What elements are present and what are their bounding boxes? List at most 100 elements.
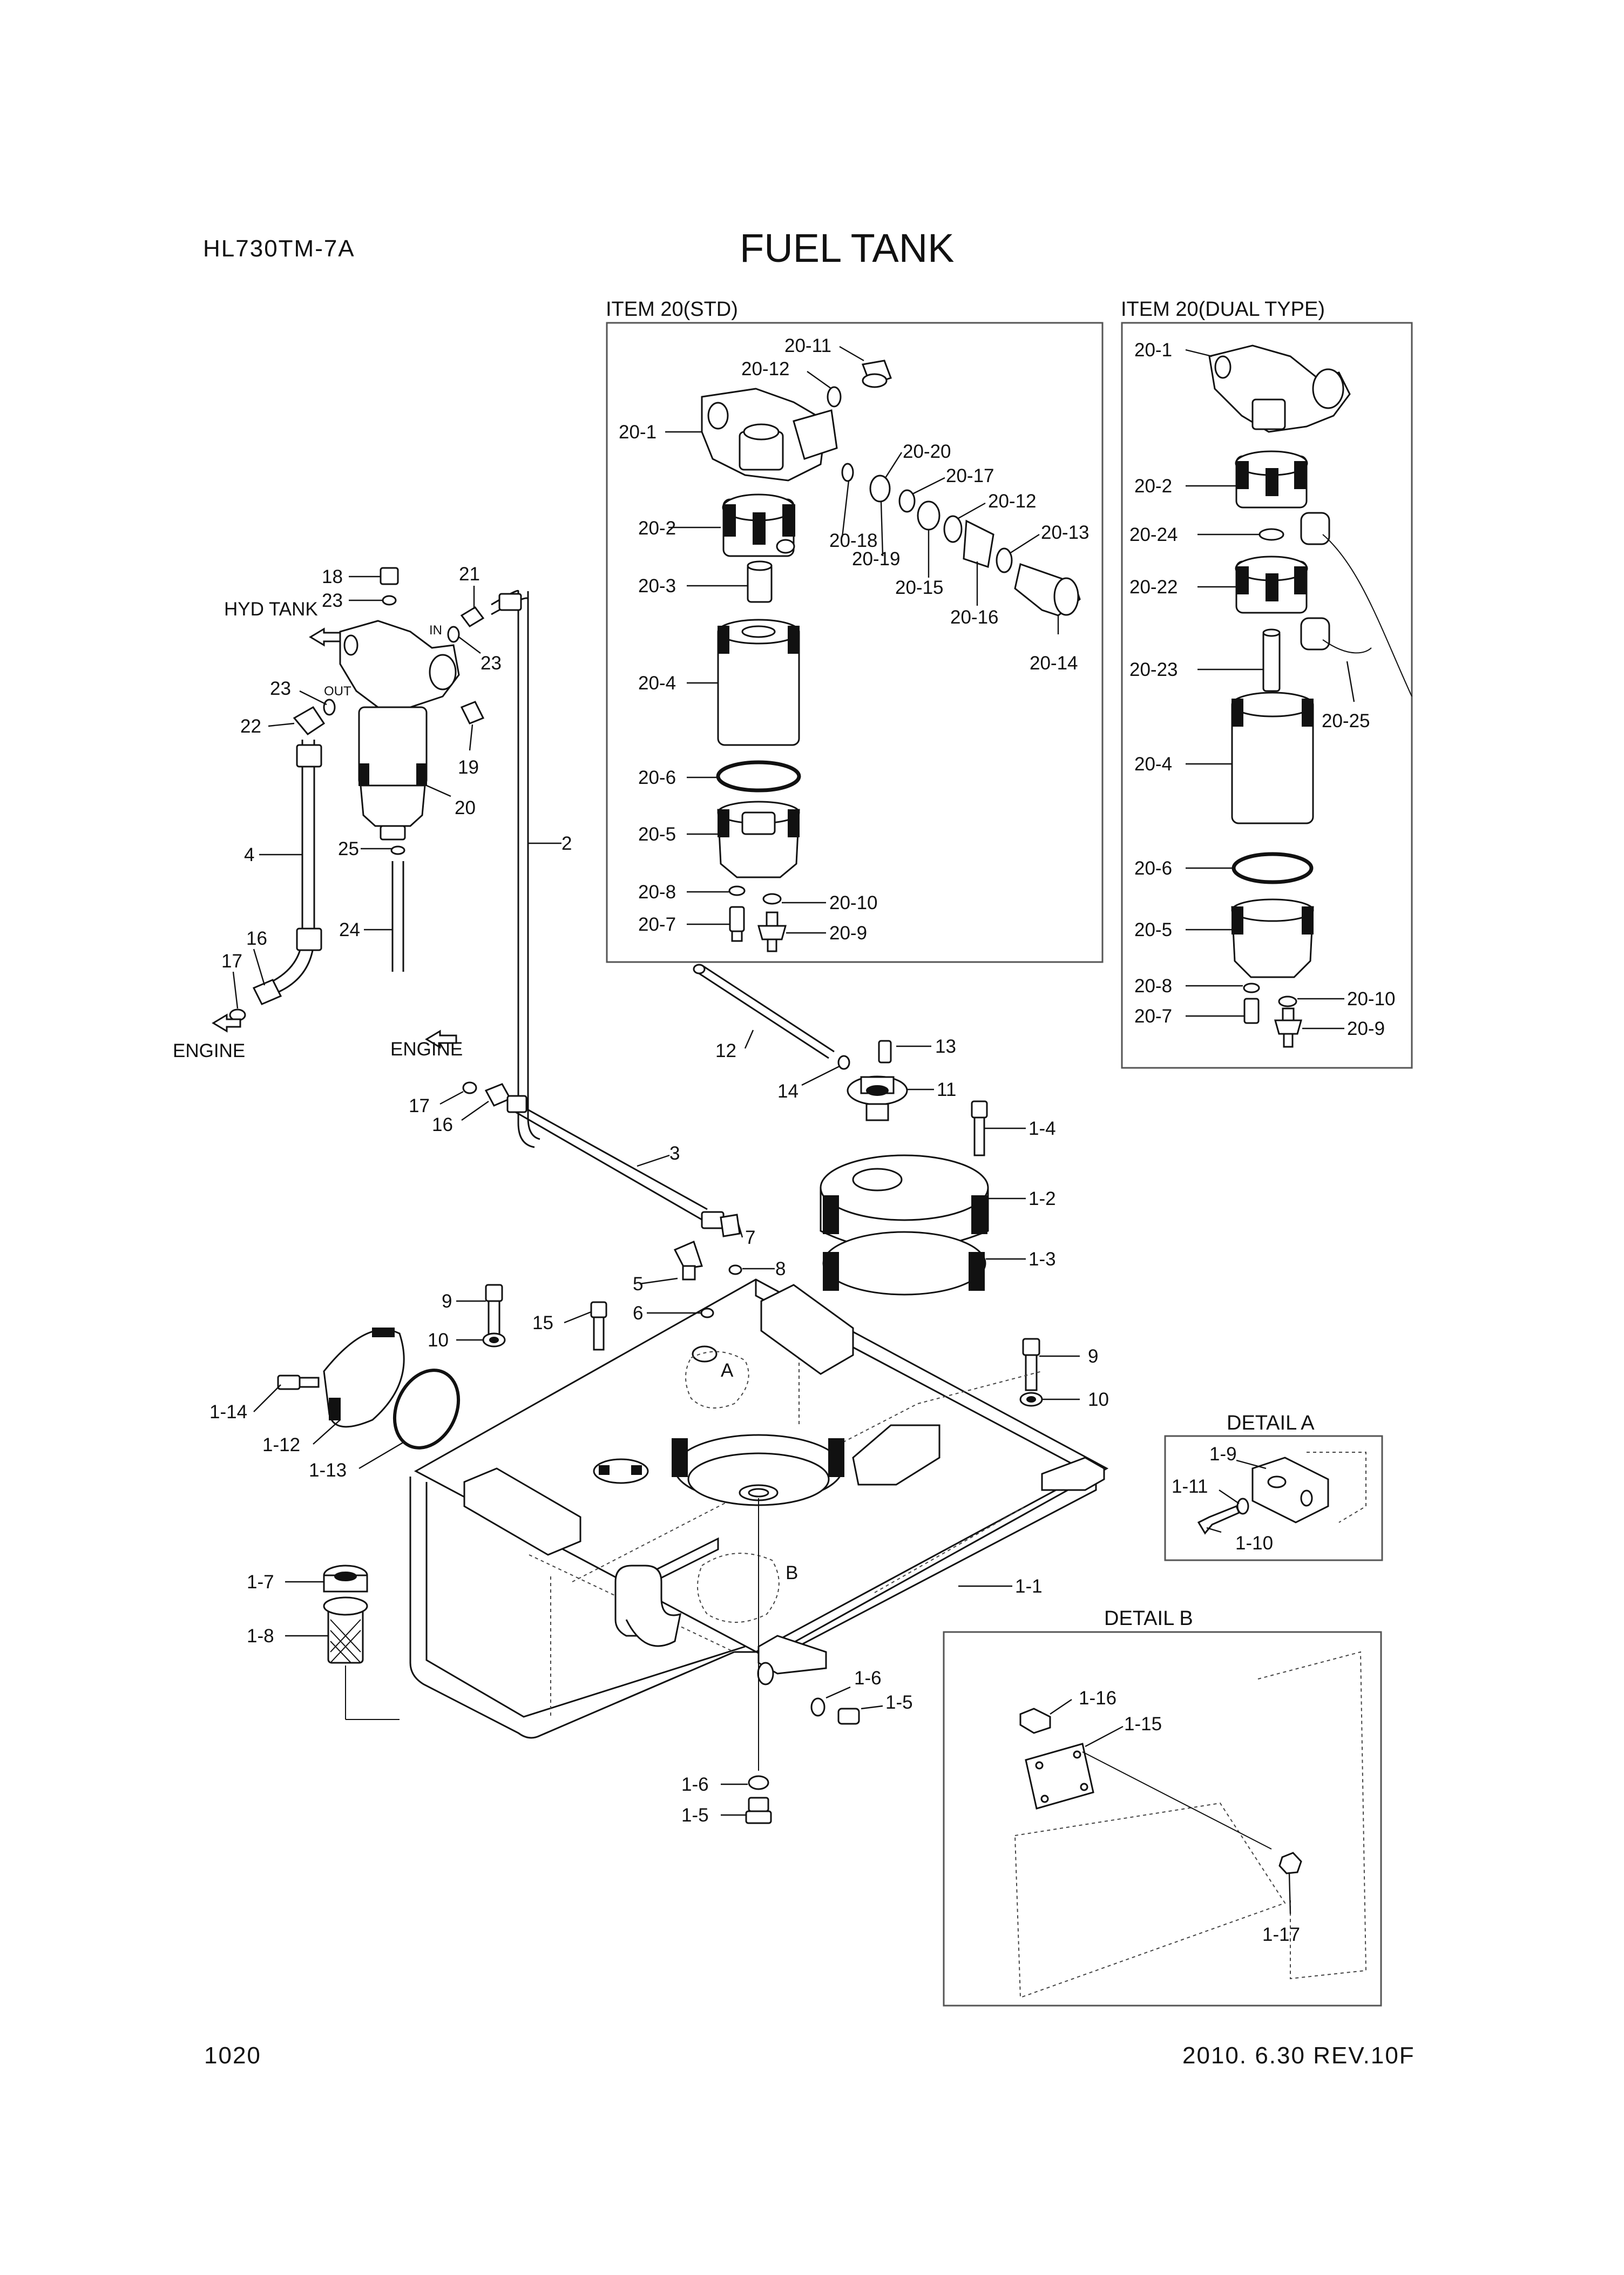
std-oring-20-12 [827,386,842,408]
callout-16a: 16 [246,928,267,949]
callout-std-20-16: 20-16 [950,607,999,628]
bolt-1-16 [1019,1708,1051,1734]
callout-20: 20 [455,797,476,818]
std-panel-title: ITEM 20(STD) [606,298,738,321]
callout-1-2: 1-2 [1028,1188,1056,1209]
detail-b-title: DETAIL B [1104,1607,1193,1630]
washer-1-11 [1236,1498,1249,1515]
callout-1-13: 1-13 [309,1460,347,1481]
note-in: IN [429,623,442,638]
gasket-1-3: 1-3 [822,1231,1056,1296]
oring-14 [837,1055,850,1070]
callout-1-9: 1-9 [1209,1444,1237,1465]
callout-std-20-10: 20-10 [829,892,878,913]
std-side-fittings [841,463,1081,617]
note-hyd-tank: HYD TANK [224,599,318,620]
callout-dual-20-1: 20-1 [1134,340,1172,361]
pipe-2: 2 [491,590,572,1148]
callout-1-8: 1-8 [247,1626,274,1647]
dual-element-20-4 [1231,692,1314,824]
callout-13: 13 [935,1036,956,1057]
callout-14: 14 [777,1081,799,1102]
callout-dual-20-25: 20-25 [1322,710,1370,732]
cap-11 [847,1075,908,1121]
note-view-b: B [786,1562,798,1583]
gasket-1-13 [393,1369,461,1450]
callout-21: 21 [459,564,480,585]
callout-3: 3 [669,1143,680,1164]
callout-dual-20-22: 20-22 [1129,577,1178,598]
std-oring-20-8 [728,885,746,896]
detail-b-panel: DETAIL B 1-16 1-15 1-17 [943,1607,1382,2007]
callout-10a: 10 [428,1330,449,1351]
callout-std-20-12a: 20-12 [741,358,790,380]
callout-std-20-4: 20-4 [638,673,676,694]
callout-8: 8 [775,1258,786,1279]
callout-dual-20-8: 20-8 [1134,976,1172,997]
callout-dual-20-2: 20-2 [1134,476,1172,497]
dual-sensor-upper [1300,512,1412,697]
callout-1-6b: 1-6 [681,1774,709,1795]
callout-7: 7 [745,1227,755,1248]
dual-nipple-20-23 [1262,628,1281,692]
note-view-a: A [721,1360,734,1381]
dual-sensor-lower [1300,617,1372,654]
cover-1-2: 1-2 [820,1154,1056,1251]
plug-1-5-bottom [745,1797,772,1824]
oring-17b [462,1081,477,1094]
page-number: 1020 [204,2042,261,2069]
callout-std-20-8: 20-8 [638,882,676,903]
revision-date: 2010. 6.30 REV.10F [1182,2042,1415,2069]
callout-1-3: 1-3 [1028,1249,1056,1270]
callout-17a: 17 [221,951,242,972]
callout-1-7: 1-7 [247,1572,274,1593]
bolt-13 [878,1040,892,1064]
callout-1-14: 1-14 [209,1401,247,1423]
callout-12: 12 [715,1040,736,1061]
callout-std-20-1: 20-1 [619,422,657,443]
callout-std-20-2: 20-2 [638,518,676,539]
oring-8 [728,1264,742,1275]
bolt-1-4: 1-4 [971,1100,1056,1156]
callout-1-12: 1-12 [262,1434,300,1455]
dual-callouts: 20-1 20-2 20-24 20-22 20-23 20-25 20-4 2… [1129,340,1396,1039]
callout-18: 18 [322,566,343,587]
std-callouts: 20-11 20-12 20-1 20-20 20-17 20-12 20-13… [619,335,1090,944]
oring-1-6-bottom [748,1775,769,1790]
std-filter-panel: ITEM 20(STD) [606,298,1104,963]
callout-std-20-7: 20-7 [638,914,676,935]
callout-23b: 23 [481,653,502,674]
oring-1-6-side [810,1697,825,1717]
oring-6 [700,1308,714,1318]
strainer-1-7-1-8: 1-7 1-8 [247,1565,400,1720]
callout-dual-20-7: 20-7 [1134,1006,1172,1027]
std-cup-20-5 [717,801,800,878]
callout-dual-20-6: 20-6 [1134,858,1172,879]
callout-dual-20-23: 20-23 [1129,659,1178,680]
dual-oring-20-24 [1258,528,1284,541]
callout-std-20-17: 20-17 [946,465,994,486]
callout-std-20-12b: 20-12 [988,491,1037,512]
note-out: OUT [324,684,351,699]
callout-dual-20-5: 20-5 [1134,919,1172,940]
callout-std-20-13: 20-13 [1041,522,1090,543]
model-code: HL730TM-7A [203,235,355,262]
callout-4: 4 [244,844,254,865]
callout-std-20-19: 20-19 [852,549,901,570]
callout-1-11: 1-11 [1172,1476,1208,1497]
callout-24: 24 [339,919,360,940]
callout-1-1: 1-1 [1015,1576,1043,1597]
callout-std-20-18: 20-18 [829,530,878,551]
callout-16b: 16 [432,1114,453,1135]
filter-callouts: 18 23 21 23 23 22 19 20 25 24 4 16 17 [221,564,502,1009]
bolt-9-left: 9 10 [428,1284,506,1351]
std-bowl-20-2 [722,493,795,557]
note-engine-mid: ENGINE [390,1039,463,1060]
dual-sensor-20-7 [1243,998,1260,1024]
std-oring-20-6 [716,760,801,793]
callout-1-4: 1-4 [1028,1118,1056,1139]
callout-23a: 23 [322,590,343,611]
note-engine-left: ENGINE [173,1040,245,1061]
page-title: FUEL TANK [740,226,955,270]
